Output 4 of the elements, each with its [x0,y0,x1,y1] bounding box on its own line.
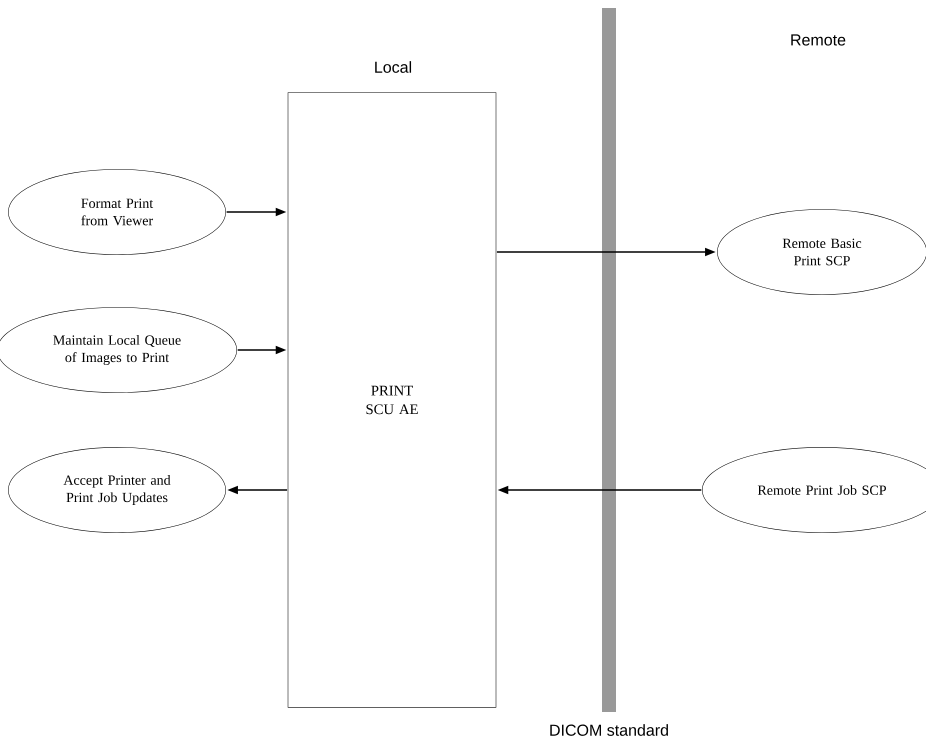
side-label: Local [375,61,412,73]
process-box: PRINT SCU AE [288,92,496,708]
side-label: Remote [791,34,846,46]
side-label: DICOM standard [550,724,668,736]
